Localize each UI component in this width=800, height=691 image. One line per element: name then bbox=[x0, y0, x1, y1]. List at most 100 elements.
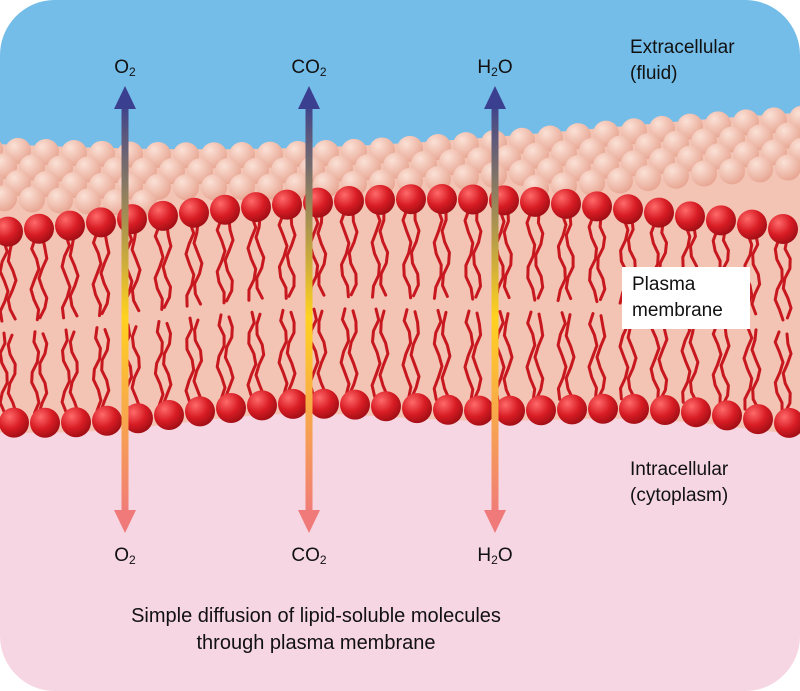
diffusion-arrow-shaft bbox=[305, 100, 313, 518]
intracellular-label-line1: Intracellular bbox=[630, 459, 729, 480]
lipid-tail bbox=[37, 237, 49, 320]
lipid-tail bbox=[370, 208, 382, 299]
lipid-tail bbox=[285, 213, 297, 298]
lipid-tails bbox=[0, 207, 793, 415]
lipid-tail bbox=[781, 332, 793, 415]
lipid-tail bbox=[432, 308, 444, 402]
phospholipid-head bbox=[458, 184, 488, 215]
lipid-tail bbox=[618, 313, 630, 401]
molecule-label-o2-bottom: O2 bbox=[114, 545, 136, 567]
diffusion-arrows bbox=[114, 86, 506, 533]
caption: Simple diffusion of lipid-soluble molecu… bbox=[0, 603, 632, 657]
diffusion-arrow-head-down bbox=[114, 510, 136, 533]
lipid-tail bbox=[750, 233, 762, 316]
phospholipid-head bbox=[644, 197, 674, 228]
membrane-surface-head bbox=[201, 174, 227, 201]
lipid-tail bbox=[596, 214, 607, 302]
lipid-tail bbox=[378, 208, 390, 297]
phospholipid-head bbox=[123, 403, 153, 434]
lipid-tail bbox=[184, 221, 196, 308]
lipid-tail bbox=[378, 309, 390, 398]
lipid-tail bbox=[564, 212, 575, 301]
phospholipid-head bbox=[154, 399, 184, 430]
lipid-tail bbox=[316, 211, 328, 297]
molecule-label-h2o-bottom: H2O bbox=[477, 545, 513, 567]
phospholipid-head bbox=[148, 200, 178, 231]
phospholipid-head bbox=[619, 393, 649, 424]
lipid-tail bbox=[432, 207, 444, 300]
phospholipid-head bbox=[427, 184, 457, 215]
membrane-surface-head bbox=[663, 162, 689, 189]
phospholipid-head bbox=[371, 391, 401, 422]
lipid-tail bbox=[68, 330, 80, 414]
phospholipid-heads bbox=[0, 184, 800, 438]
lipid-tail bbox=[409, 310, 421, 400]
lipid-tail bbox=[502, 312, 514, 403]
phospholipid-head bbox=[526, 395, 556, 426]
membrane-surface-head bbox=[75, 188, 101, 215]
membrane-surface-head bbox=[607, 167, 633, 194]
phospholipid-head bbox=[681, 397, 711, 428]
lipid-tail bbox=[533, 312, 545, 402]
lipid-tail bbox=[254, 215, 266, 300]
phospholipid-head bbox=[334, 186, 364, 217]
membrane-surface-head bbox=[47, 187, 73, 214]
membrane-surface-head bbox=[747, 156, 773, 183]
phospholipid-head bbox=[241, 192, 271, 223]
lipid-tail bbox=[223, 218, 235, 303]
lipid-tail bbox=[440, 207, 451, 298]
molecule-label-o2-top: O2 bbox=[114, 57, 136, 79]
membrane-surface-head bbox=[635, 165, 661, 192]
diffusion-arrow bbox=[114, 86, 136, 533]
membrane-surface-head bbox=[719, 158, 745, 185]
phospholipid-head bbox=[340, 389, 370, 420]
phospholipid-head bbox=[433, 394, 463, 425]
lipid-tail bbox=[215, 313, 227, 400]
lipid-tail bbox=[246, 215, 258, 302]
membrane-surface-head bbox=[691, 160, 717, 187]
lipid-tail bbox=[502, 208, 513, 300]
lipid-tail bbox=[525, 210, 537, 302]
phospholipid-head bbox=[86, 207, 116, 238]
lipid-tail bbox=[246, 310, 258, 397]
phospholipid-head bbox=[588, 393, 618, 424]
lipid-tail bbox=[773, 330, 785, 415]
plasma-membrane-label-line2: membrane bbox=[632, 300, 723, 321]
membrane-surface-head bbox=[19, 186, 45, 213]
lipid-tail bbox=[564, 313, 576, 401]
lipid-tail bbox=[308, 211, 320, 299]
lipid-tail bbox=[680, 318, 692, 404]
membrane-surface-head bbox=[453, 164, 479, 191]
phospholipid-head bbox=[247, 390, 277, 421]
molecule-label-co2-top: CO2 bbox=[291, 57, 327, 79]
lipid-tail bbox=[401, 207, 413, 300]
phospholipid-head bbox=[706, 205, 736, 236]
lipid-tail bbox=[99, 230, 111, 316]
lipid-tail bbox=[215, 218, 227, 305]
lipid-tail bbox=[556, 311, 568, 401]
membrane-surface-head bbox=[0, 185, 17, 212]
lipid-tail bbox=[68, 234, 80, 318]
phospholipid-head bbox=[61, 407, 91, 438]
lipid-tail bbox=[184, 316, 196, 403]
phospholipid-head bbox=[557, 394, 587, 425]
phospholipid-head bbox=[402, 393, 432, 424]
lipid-tail bbox=[130, 325, 142, 410]
phospholipid-head bbox=[179, 197, 209, 228]
diffusion-arrow-head-up bbox=[298, 86, 320, 109]
lipid-tail bbox=[556, 212, 568, 303]
extracellular-label: Extracellular (fluid) bbox=[630, 35, 735, 87]
diffusion-arrow bbox=[484, 86, 506, 533]
lipid-tail bbox=[153, 319, 165, 407]
phospholipid-head bbox=[495, 395, 525, 426]
lipid-tail bbox=[91, 326, 103, 413]
membrane-surface-head bbox=[257, 173, 283, 200]
plasma-membrane-label: Plasma membrane bbox=[632, 272, 723, 324]
lipid-tail bbox=[347, 209, 359, 297]
lipid-tail bbox=[6, 240, 18, 321]
phospholipid-head bbox=[774, 407, 800, 438]
lipid-tail bbox=[649, 315, 661, 402]
diffusion-arrow-head-up bbox=[114, 86, 136, 109]
plasma-membrane-label-box bbox=[622, 267, 750, 329]
lipid-tail bbox=[285, 310, 297, 396]
